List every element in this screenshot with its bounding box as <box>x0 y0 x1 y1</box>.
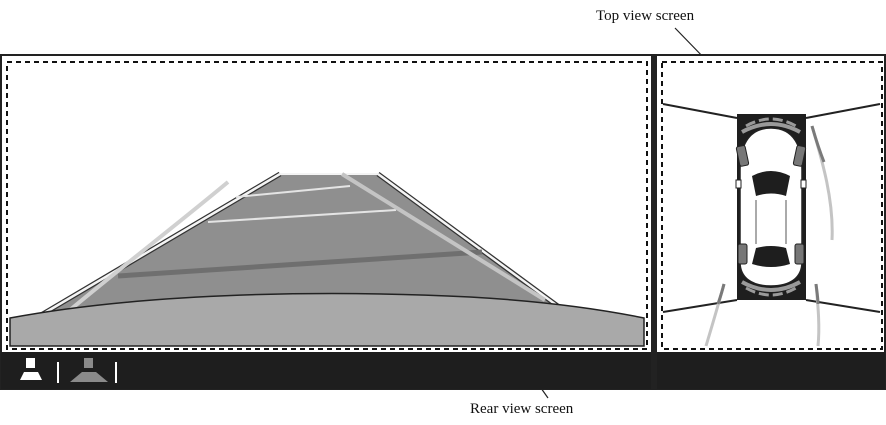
front-sensor-arc <box>741 122 801 134</box>
parking-line <box>235 185 351 198</box>
road-surface <box>35 174 575 318</box>
rear-view-screen-label: Rear view screen <box>470 401 574 417</box>
top-view-screen-label: Top view screen <box>596 8 695 24</box>
top-rear-view-icon[interactable] <box>70 358 108 382</box>
distance-guide-line <box>117 249 483 279</box>
rear-camera-view-icon[interactable] <box>20 358 42 380</box>
top-view-screen <box>661 61 883 350</box>
status-bar <box>1 352 885 389</box>
rear-sensor-arc <box>741 280 801 292</box>
screen-divider <box>651 55 657 389</box>
area-boundary-line <box>662 299 738 313</box>
rear-view-screen <box>6 61 648 350</box>
top-view-screen-outline <box>661 61 883 350</box>
rear-bumper <box>9 292 645 347</box>
vehicle-width-line-right <box>340 172 547 302</box>
rear-view-screen-outline <box>6 61 648 350</box>
vehicle-icon <box>735 127 807 287</box>
area-boundary-line <box>805 103 881 119</box>
area-boundary-line <box>662 103 738 119</box>
parking-line <box>207 209 397 223</box>
predicted-course-line-left <box>68 180 230 312</box>
